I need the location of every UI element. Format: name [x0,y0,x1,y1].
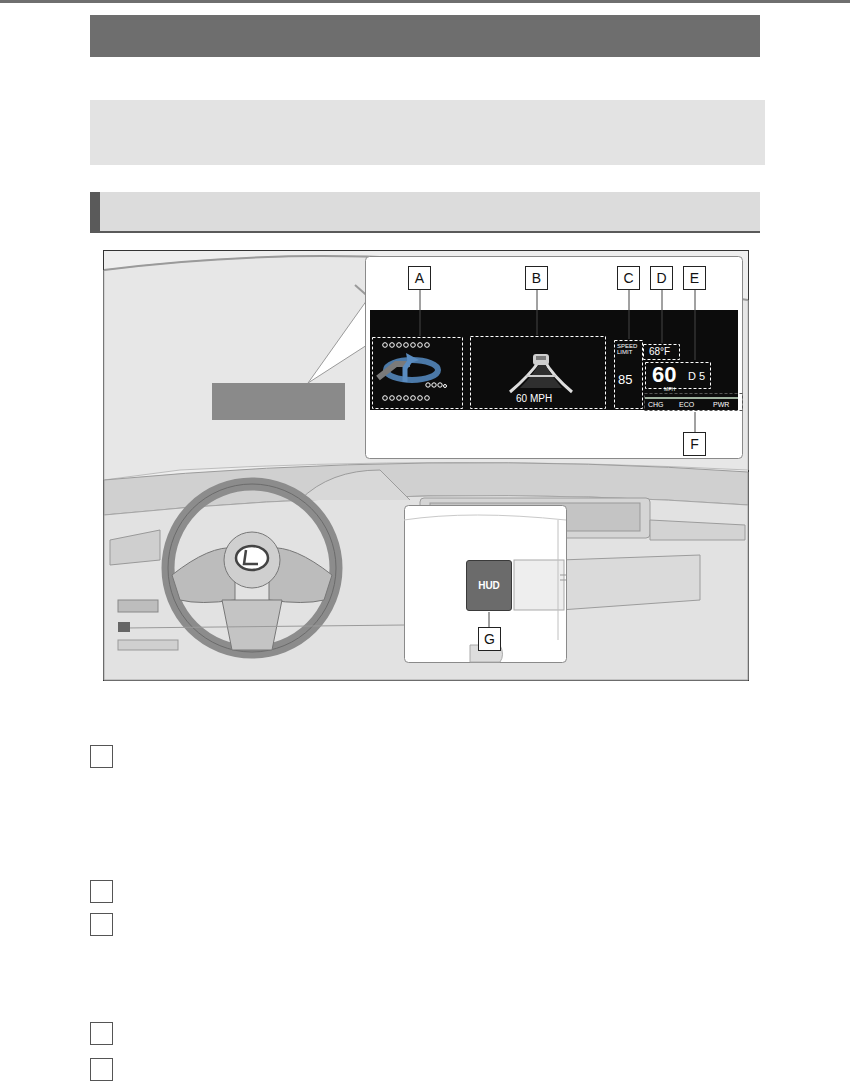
hud-switch-text: HUD [478,580,500,591]
callout-letter-text: D [656,271,666,285]
gear-position: D 5 [688,371,705,382]
callout-letter: F [683,432,706,456]
speed-limit-title: SPEED LIMIT [617,343,639,355]
callout-letter: D [650,266,673,290]
callout-letter: B [525,266,548,290]
power-meter-label: CHG [648,401,664,408]
speed-unit: MPH [664,387,675,392]
callout-letter: C [617,266,640,290]
power-meter-label: ECO [679,401,694,408]
callout-letter-text: G [484,632,495,646]
hud-switch: HUD [466,560,512,611]
callout-letter: G [478,627,501,651]
callout-letter: E [683,266,706,290]
speed-value: 60 [652,364,676,386]
temperature: 68°F [649,347,670,357]
set-speed: 60 MPH [516,394,552,404]
callout-letter: A [408,266,431,290]
power-meter-label: PWR [713,401,729,408]
callout-letter-text: B [532,271,541,285]
callout-letter-text: C [623,271,633,285]
speed-limit-value: 85 [618,373,632,386]
callout-letter-text: F [690,437,699,451]
callout-letter-text: E [690,271,699,285]
callout-letter-text: A [415,271,424,285]
